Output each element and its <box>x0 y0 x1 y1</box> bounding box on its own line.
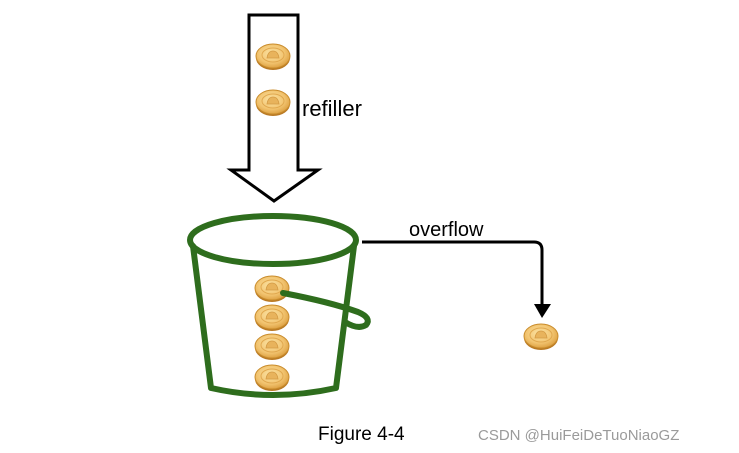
coin-icon <box>523 323 559 351</box>
bucket-body <box>190 243 357 398</box>
coin-icon <box>255 89 291 117</box>
refiller-label: refiller <box>302 96 362 121</box>
bucket-handle <box>280 290 371 330</box>
coin-icon <box>254 275 290 303</box>
coin-icon <box>255 43 291 71</box>
overflow-line <box>362 240 544 306</box>
figure-caption: Figure 4-4 <box>318 424 405 445</box>
overflow-arrowhead <box>534 304 551 318</box>
coin-icon <box>254 364 290 392</box>
coin-icon <box>254 304 290 332</box>
watermark-text: CSDN @HuiFeiDeTuoNiaoGZ <box>478 427 679 444</box>
overflow-label: overflow <box>409 219 484 241</box>
coin-icon <box>254 333 290 361</box>
bucket-rim <box>187 213 359 267</box>
